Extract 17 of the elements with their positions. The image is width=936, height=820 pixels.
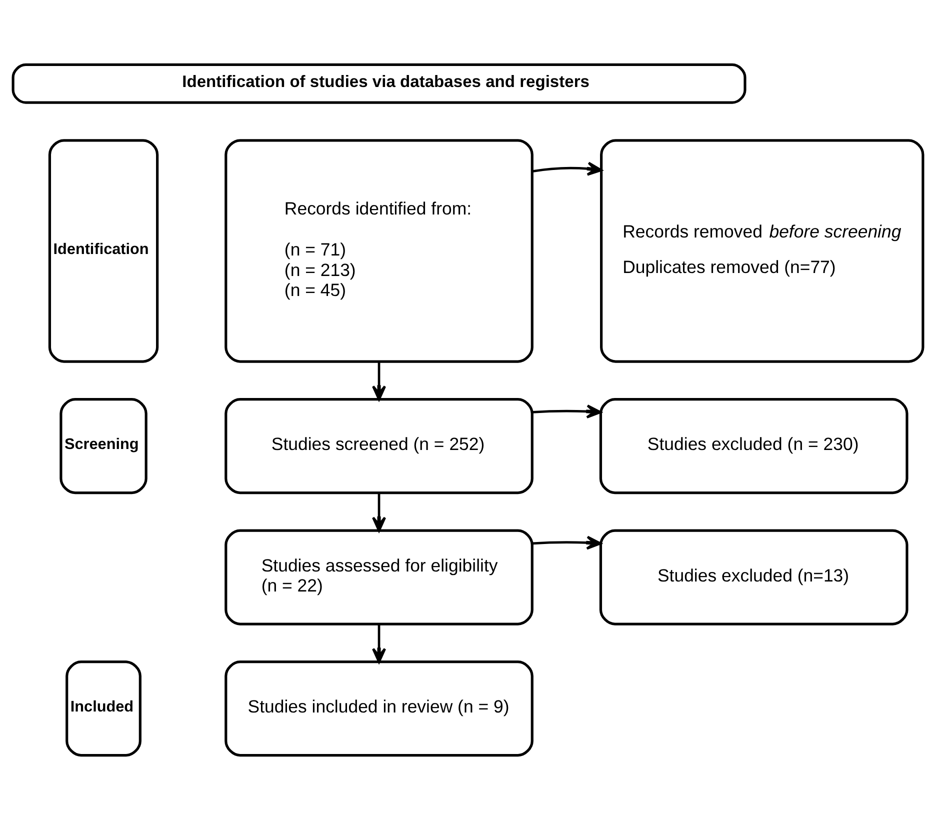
node-box: Identification xyxy=(48,139,159,363)
node-box: Included xyxy=(66,660,142,757)
node-box: Screening xyxy=(60,398,148,494)
arrow xyxy=(372,362,386,401)
arrow xyxy=(532,162,602,176)
node-box: Studies included in review (n = 9) xyxy=(224,660,534,757)
node-box: Studies screened (n = 252) xyxy=(224,398,534,494)
node-box: Studies excluded (n = 230) xyxy=(599,398,908,494)
arrow xyxy=(372,624,386,664)
node-box: Records removed before screening Duplicates removed (n=77) xyxy=(600,139,924,363)
arrow xyxy=(532,536,602,550)
node-box: Identification of studies via databases and registers xyxy=(12,63,746,104)
arrow xyxy=(532,404,602,418)
node-box: Studies excluded (n=13) xyxy=(599,529,908,626)
arrow xyxy=(372,492,386,532)
node-box: Records identified from: (n = 71) (n = 213) (n = 45) xyxy=(224,139,534,363)
node-box: Studies assessed for eligibility (n = 22) xyxy=(224,529,534,626)
